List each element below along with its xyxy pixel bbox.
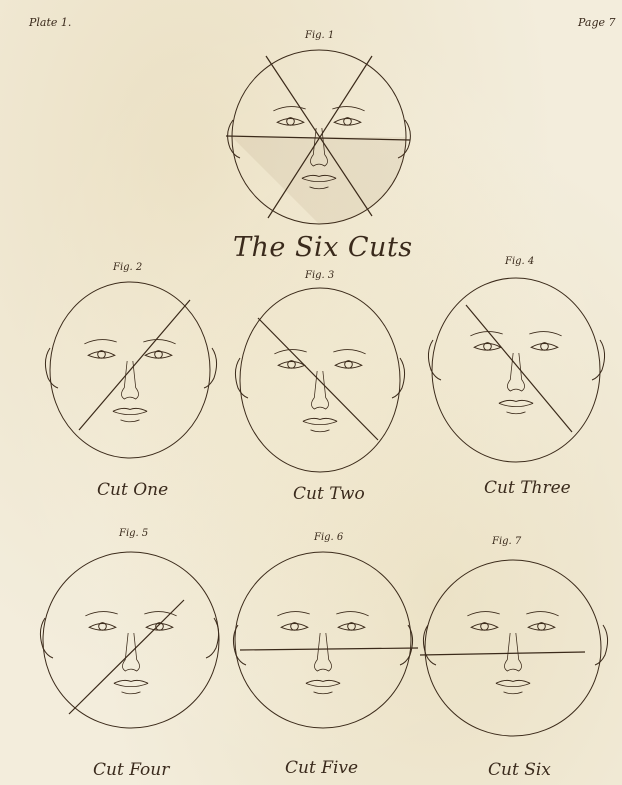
figure-3-label: Fig. 3 — [305, 270, 334, 281]
caption-cut-six: Cut Six — [488, 760, 551, 780]
figure-2-label: Fig. 2 — [113, 262, 142, 273]
face-figure-1 — [226, 50, 410, 224]
face-figure-2 — [45, 282, 216, 458]
caption-cut-two: Cut Two — [293, 484, 365, 504]
figure-6-label: Fig. 6 — [314, 532, 343, 543]
caption-cut-three: Cut Three — [484, 478, 571, 498]
face-figure-6 — [233, 552, 418, 728]
face-figure-5 — [40, 552, 219, 728]
caption-cut-one: Cut One — [97, 480, 168, 500]
figure-5-label: Fig. 5 — [119, 528, 148, 539]
face-figure-7 — [420, 560, 608, 736]
caption-cut-four: Cut Four — [93, 760, 169, 780]
face-figure-4 — [428, 278, 604, 462]
figure-1-label: Fig. 1 — [305, 30, 334, 41]
plate-title: The Six Cuts — [233, 232, 413, 263]
figure-7-label: Fig. 7 — [492, 536, 521, 547]
caption-cut-five: Cut Five — [285, 758, 358, 778]
face-figure-3 — [235, 288, 404, 472]
figure-4-label: Fig. 4 — [505, 256, 534, 267]
